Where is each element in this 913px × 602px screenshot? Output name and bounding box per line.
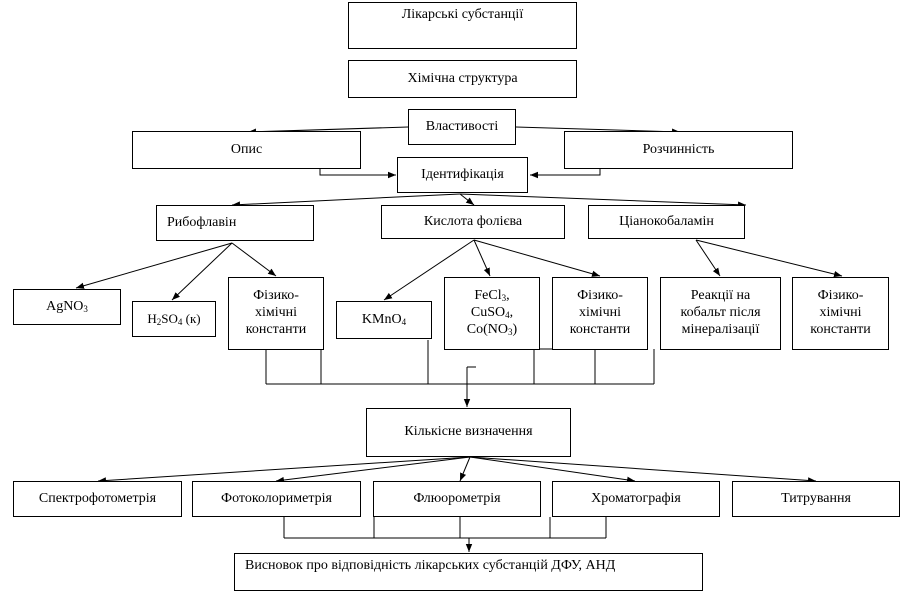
arrow-description-to-identification: [319, 168, 396, 179]
arrow-folic-to-kmno4: [383, 239, 475, 301]
node-kmno4: KMnO4: [336, 301, 432, 339]
node-properties: Властивості: [408, 109, 516, 145]
arrow-riboflavin-to-agno3: [75, 242, 233, 289]
node-physchem-cyanocobalamin: Фізико- хімічні константи: [792, 277, 889, 350]
arrow-quant-to-fluoro: [459, 456, 471, 482]
node-physchem-folic: Фізико- хімічні константи: [552, 277, 648, 350]
node-solubility: Розчинність: [564, 131, 793, 169]
arrow-quant-to-chromato: [469, 456, 636, 484]
arrow-ident-to-cyanocobalamin: [459, 193, 747, 208]
node-agno3: AgNO3: [13, 289, 121, 325]
node-h2so4: H2SO4 (к): [132, 301, 216, 337]
arrow-quant-to-photocolor: [275, 456, 471, 484]
node-folic-reagents: FeCl3, CuSO4, Co(NO3): [444, 277, 540, 350]
node-chromatography: Хроматографія: [552, 481, 720, 517]
node-chemical-structure: Хімічна структура: [348, 60, 577, 98]
arrow-methods-to-conclusion: [459, 517, 473, 552]
node-fluorometry: Флюорометрія: [373, 481, 541, 517]
arrow-folic-to-reagents: [473, 239, 491, 277]
arrow-quant-to-titration: [469, 456, 817, 484]
node-titration: Титрування: [732, 481, 900, 517]
arrow-ident-to-folic: [459, 193, 475, 206]
node-physchem-riboflavin: Фізико- хімічні константи: [228, 277, 324, 350]
arrow-quant-to-spectro: [97, 456, 471, 484]
node-quantitative: Кількісне визначення: [366, 408, 571, 457]
node-description: Опис: [132, 131, 361, 169]
arrow-cyano-to-cobalt: [695, 239, 721, 277]
arrow-ident-to-riboflavin: [231, 193, 461, 208]
node-riboflavin: Рибофлавін: [156, 205, 314, 241]
arrow-folic-to-physchem2: [473, 239, 601, 277]
arrow-solubility-to-identification: [530, 168, 601, 179]
node-identification: Ідентифікація: [397, 157, 528, 193]
node-photocolorimetry: Фотоколориметрія: [192, 481, 361, 517]
node-conclusion: Висновок про відповідність лікарських су…: [234, 553, 703, 591]
arrow-riboflavin-to-h2so4: [171, 242, 233, 301]
arrow-cyano-to-physchem3: [695, 239, 843, 278]
node-spectrophotometry: Спектрофотометрія: [13, 481, 182, 517]
node-substances: Лікарські субстанції: [348, 2, 577, 49]
node-cyanocobalamin: Ціанокобаламін: [588, 205, 745, 239]
node-folic-acid: Кислота фолієва: [381, 205, 565, 239]
node-cobalt-reaction: Реакції на кобальт після мінералізації: [660, 277, 781, 350]
arrow-riboflavin-to-physchem1: [231, 242, 277, 277]
